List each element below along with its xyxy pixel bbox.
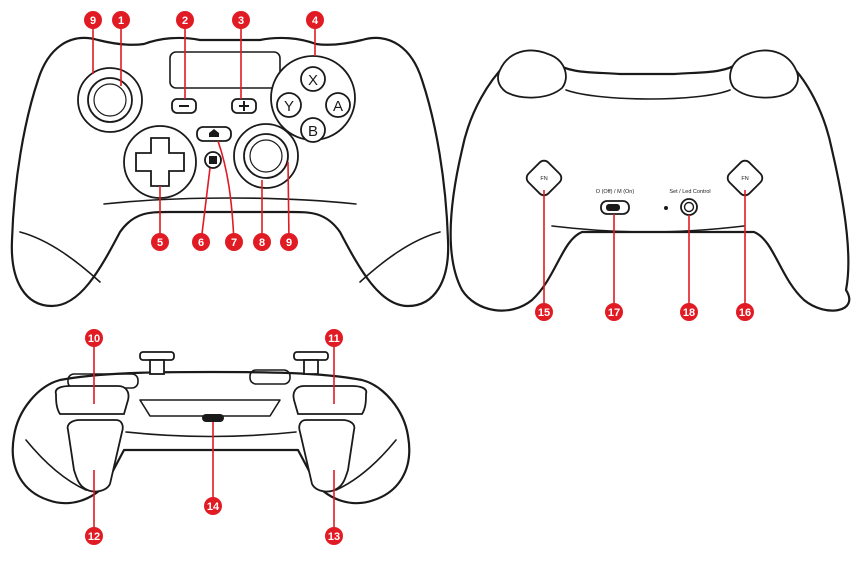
front-touch-panel [169,51,281,89]
top-center-panel [139,399,281,417]
callout-6: 6 [192,233,210,251]
svg-text:9: 9 [90,15,96,27]
back-view: FN FN O (Off) / M (On) Set / Led Control [449,49,851,312]
callout-2: 2 [176,11,194,29]
callout-18: 18 [680,303,698,321]
callout-16: 16 [736,303,754,321]
callout-9-left-stick: 9 [84,11,102,29]
callout-17: 17 [605,303,623,321]
set-led-button[interactable] [680,198,698,216]
left-trigger[interactable] [66,419,124,493]
callout-8: 8 [253,233,271,251]
front-left-grip-line [19,231,101,283]
fn-left-label: FN [540,176,547,182]
led-indicator [664,206,668,210]
fn-right-button[interactable]: FN [725,158,765,198]
callout-1: 1 [112,11,130,29]
left-back-trigger-cap [497,49,567,99]
front-leader-lines [92,20,316,243]
front-right-grip-line [359,231,441,283]
callout-11: 11 [325,329,343,347]
svg-text:8: 8 [259,237,265,249]
top-front-edge [125,431,297,438]
top-left-grip-line [25,439,87,491]
front-controller-body [10,36,450,308]
a-button-label: A [333,98,343,115]
svg-text:4: 4 [312,15,319,27]
a-button[interactable]: A [325,92,351,118]
svg-text:5: 5 [157,237,163,249]
plus-button[interactable] [231,98,257,114]
front-view: X Y A B [10,20,450,308]
callout-13: 13 [325,527,343,545]
back-controller-body [449,52,851,312]
top-left-stick[interactable] [139,351,175,375]
y-button-label: Y [284,98,294,115]
svg-text:17: 17 [608,307,620,319]
callout-15: 15 [535,303,553,321]
right-stick[interactable] [233,123,299,189]
left-bumper[interactable] [54,385,130,415]
top-right-stick[interactable] [293,351,329,375]
svg-text:7: 7 [231,237,237,249]
svg-text:13: 13 [328,531,340,543]
mode-switch-label: O (Off) / M (On) [596,189,635,195]
svg-text:2: 2 [182,15,188,27]
capture-button[interactable] [204,151,222,169]
minus-button[interactable] [171,98,197,114]
plus-icon [239,101,249,111]
callout-5: 5 [151,233,169,251]
capture-icon [209,156,217,164]
svg-text:9: 9 [286,237,292,249]
left-stick[interactable] [77,67,143,133]
dpad[interactable] [123,125,197,199]
right-trigger[interactable] [298,419,356,493]
set-button-label: Set / Led Control [669,189,710,195]
svg-text:12: 12 [88,531,100,543]
back-lower-seam [551,225,745,233]
top-right-grip-line [335,439,397,491]
b-button[interactable]: B [300,117,326,143]
svg-text:16: 16 [739,307,751,319]
y-button[interactable]: Y [276,92,302,118]
face-buttons: X Y A B [270,55,356,143]
svg-text:3: 3 [238,15,244,27]
callout-10: 10 [85,329,103,347]
x-button-label: X [308,72,318,89]
callout-14: 14 [204,497,222,515]
fn-left-button[interactable]: FN [524,158,564,198]
back-leader-lines [543,190,746,312]
svg-text:10: 10 [88,333,100,345]
home-icon [209,129,219,137]
svg-text:1: 1 [118,15,124,27]
x-button[interactable]: X [300,66,326,92]
top-leader-lines [93,338,335,536]
b-button-label: B [308,123,318,140]
svg-text:15: 15 [538,307,550,319]
callout-7: 7 [225,233,243,251]
svg-text:18: 18 [683,307,695,319]
back-upper-seam [565,89,731,100]
callout-badges: 9 1 2 3 4 5 6 7 8 9 10 11 12 13 14 15 16… [84,11,754,545]
svg-text:6: 6 [198,237,204,249]
right-bumper[interactable] [292,385,368,415]
fn-right-label: FN [741,176,748,182]
callout-9-right-stick: 9 [280,233,298,251]
top-right-face-shell [249,369,291,385]
usb-c-port [202,414,224,422]
svg-text:11: 11 [328,333,340,345]
right-back-trigger-cap [729,49,799,99]
callout-3: 3 [232,11,250,29]
svg-text:14: 14 [207,501,220,513]
mode-switch[interactable] [600,200,630,215]
callout-4: 4 [306,11,324,29]
top-view [11,338,411,536]
callout-12: 12 [85,527,103,545]
home-button[interactable] [196,126,232,142]
